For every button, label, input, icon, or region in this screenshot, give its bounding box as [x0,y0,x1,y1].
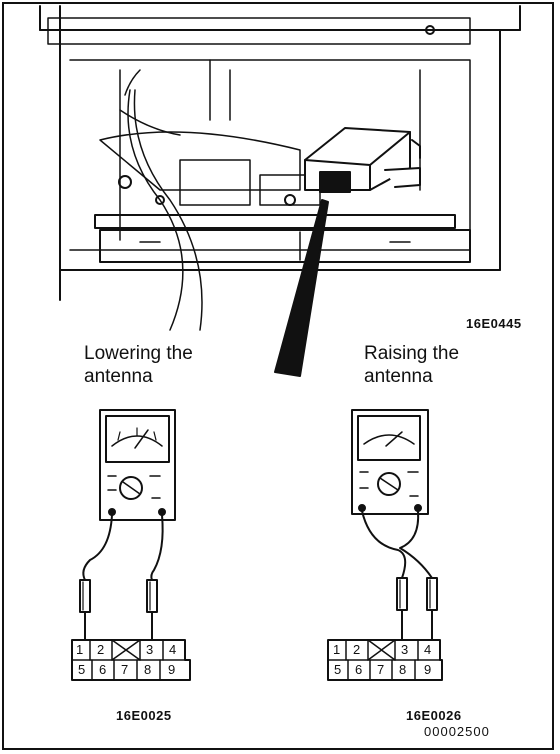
raising-caption-line1: Raising the [364,343,460,364]
pin-label: 5 [78,662,86,677]
pin-label: 3 [401,642,409,657]
pin-label: 4 [424,642,432,657]
page-code: 00002500 [424,724,490,739]
pin-label: 2 [353,642,361,657]
pin-label: 2 [97,642,105,657]
pin-label: 7 [377,662,385,677]
lowering-caption-line1: Lowering the [84,343,193,364]
pin-label: 3 [146,642,154,657]
pin-label: 1 [333,642,341,657]
pin-label: 6 [99,662,107,677]
pin-label: 9 [424,662,432,677]
figure-frame [2,2,554,750]
pin-label: 1 [76,642,84,657]
connector-raising [327,639,443,681]
raising-figure-code: 16E0026 [406,708,462,723]
raising-caption-line2: antenna [364,366,433,387]
pin-label: 9 [168,662,176,677]
connector-lowering [71,639,191,681]
pin-label: 5 [334,662,342,677]
pin-label: 8 [399,662,407,677]
multimeter-lowering [79,409,176,643]
lowering-figure-code: 16E0025 [116,708,172,723]
pointer-wedge [274,199,329,377]
compartment-illustration [39,5,521,331]
photo-code: 16E0445 [466,316,522,331]
lowering-caption-line2: antenna [84,366,153,387]
multimeter-raising [351,409,438,643]
pin-label: 7 [121,662,129,677]
pin-label: 4 [169,642,177,657]
pin-label: 6 [355,662,363,677]
pin-label: 8 [144,662,152,677]
